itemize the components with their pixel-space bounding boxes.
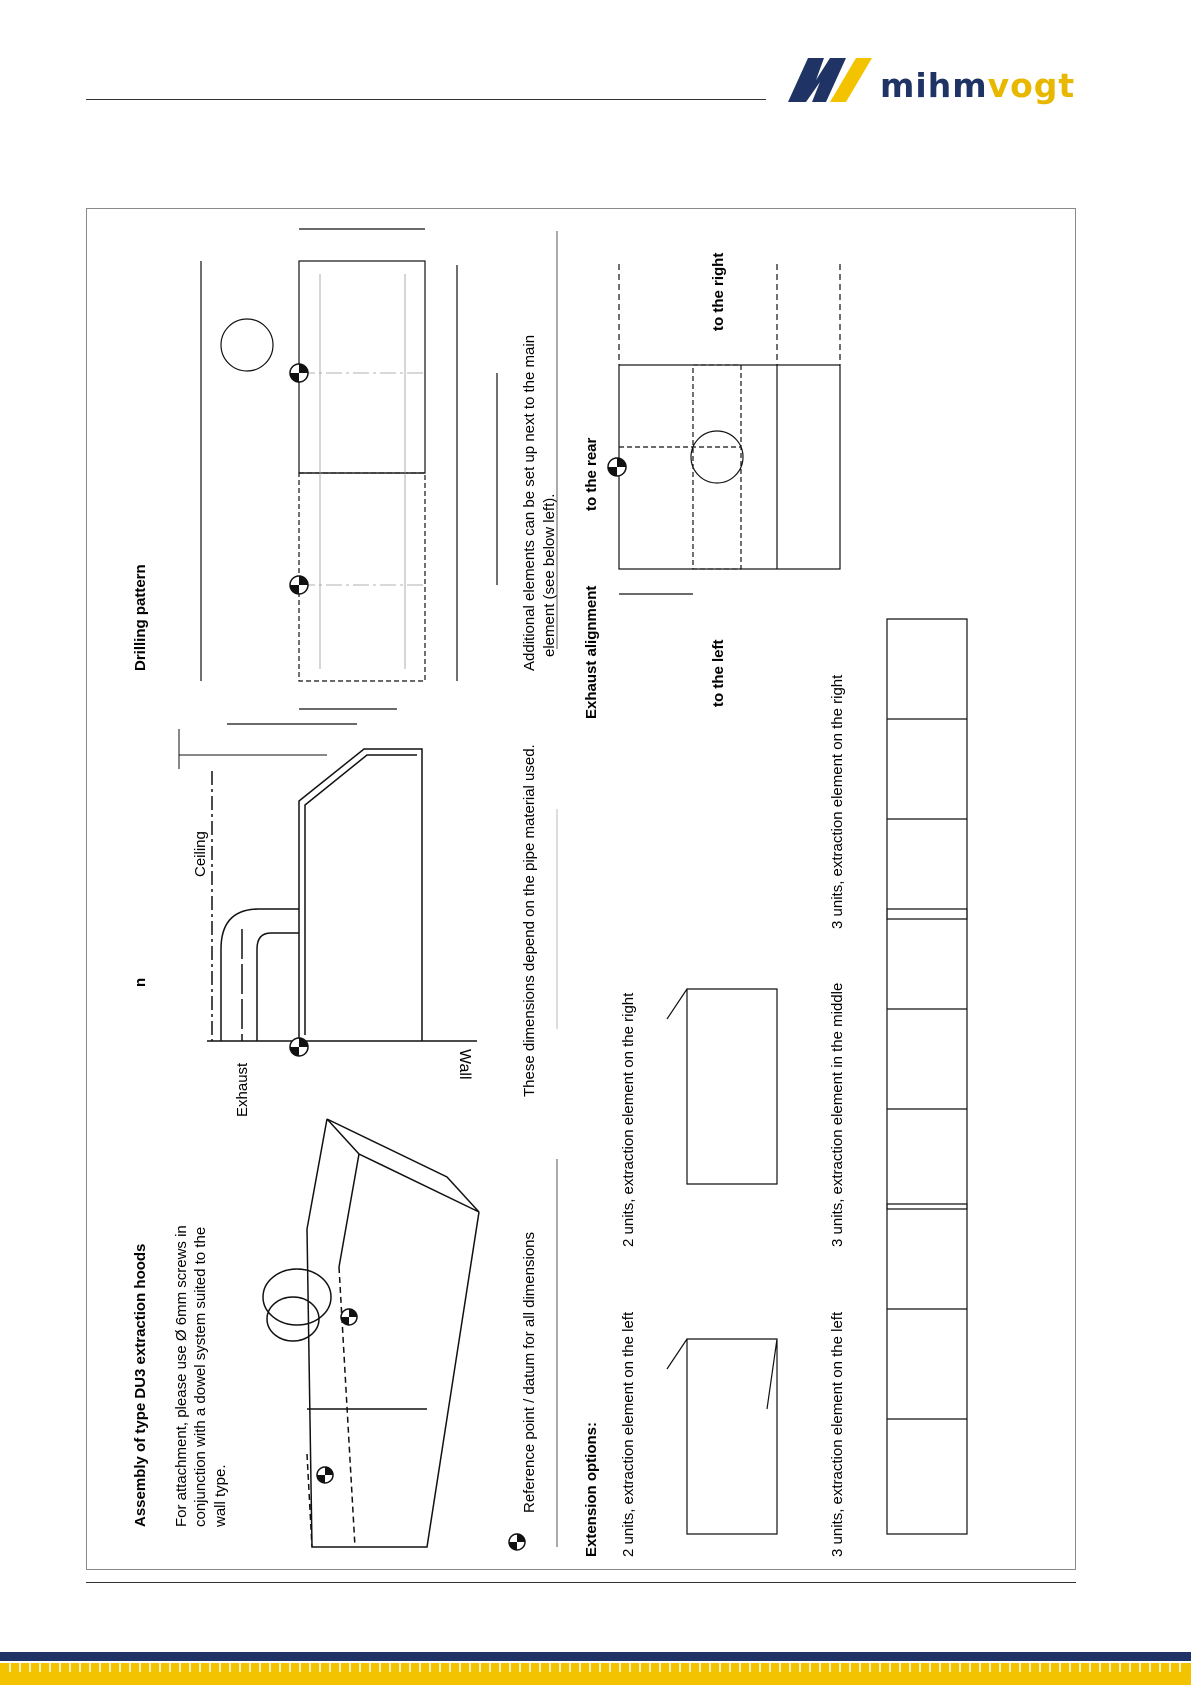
datum-symbol-icon [508,1533,526,1551]
brand-part2: vogt [987,66,1076,105]
side-view-drawing [178,729,477,1042]
extension-drawings [666,618,968,1535]
reference-point-note: Reference point / datum for all dimensio… [521,1232,538,1513]
drilling-pattern-drawing [200,228,498,725]
rotated-content: Assembly of type DU3 extraction hoods Fo… [132,228,968,1557]
rotated-text: Assembly of type DU3 extraction hoods Fo… [132,253,846,1557]
pipe-dimensions-note: These dimensions depend on the pipe mate… [521,744,538,1097]
assembly-text-2: conjunction with a dowel system suited t… [192,1227,209,1527]
ext-option-1-drawing [666,1338,778,1535]
extension-option-2: 2 units, extraction element on the right [620,992,637,1247]
additional-note-1: Additional elements can be set up next t… [521,335,538,671]
to-the-left-label: to the left [710,640,727,708]
datum-on-hood-icon [340,1308,358,1326]
footer-bar-blue [0,1652,1191,1661]
hood-isometric-drawing [262,1118,480,1548]
to-the-rear-label: to the rear [583,437,600,511]
extension-title: Extension options: [583,1422,600,1557]
header-rule [86,99,766,100]
exhaust-label: Exhaust [234,1062,251,1117]
mihmvogt-logo-icon [788,58,872,102]
extension-option-1: 2 units, extraction element on the left [620,1311,637,1557]
datum-on-hood-2-icon [316,1466,334,1484]
ext-option-3-drawing [886,1203,968,1535]
footer-bar-yellow [0,1663,1191,1685]
extension-option-3: 3 units, extraction element on the left [829,1311,846,1557]
datum-exhaust-icon [607,457,627,477]
extension-option-5: 3 units, extraction element on the right [829,674,846,929]
content-frame: Assembly of type DU3 extraction hoods Fo… [86,208,1076,1570]
exhaust-alignment-title: Exhaust alignment [583,586,600,719]
datum-drilling-2-icon [289,575,309,595]
side-view-title-fragment: n [132,978,149,987]
wall-label: Wall [456,1049,473,1080]
ceiling-label: Ceiling [192,831,209,877]
to-the-right-label: to the right [710,253,727,331]
assembly-title: Assembly of type DU3 extraction hoods [132,1244,149,1527]
footer-rule [86,1582,1076,1583]
additional-note-2: element (see below left). [541,494,558,657]
ext-option-2-drawing [666,988,778,1185]
datum-drilling-1-icon [289,363,309,383]
extension-option-4: 3 units, extraction element in the middl… [829,983,846,1247]
assembly-text-3: wall type. [212,1464,229,1528]
brand-wordmark: mihmvogt [880,66,1075,105]
ext-option-4-drawing [886,908,968,1210]
exhaust-alignment-drawing [618,264,841,595]
datum-side-view-icon [289,1037,309,1057]
assembly-text-1: For attachment, please use Ø 6mm screws … [173,1225,190,1527]
ext-option-5-drawing [886,618,968,920]
footer-ruler-ticks [9,1663,1181,1672]
drilling-title: Drilling pattern [132,564,149,671]
brand-part1: mihm [880,66,988,105]
